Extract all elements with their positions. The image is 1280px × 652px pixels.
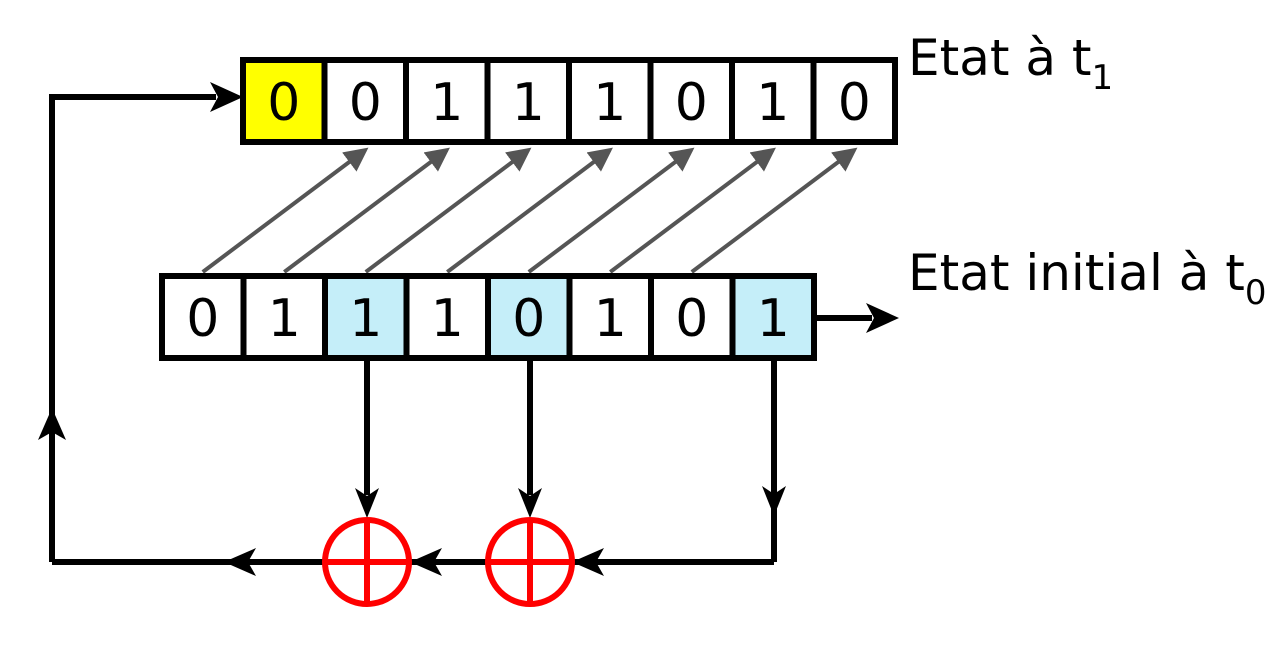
register-t1-bit-0: 0 [267,73,300,133]
tap-line-2 [518,358,542,518]
register-t0-bit-0: 0 [186,289,219,349]
register-t0-bit-7: 1 [757,289,790,349]
feedback-bottom-line [52,548,774,576]
register-t0-bit-4: 0 [512,289,545,349]
shift-arrow-2 [364,147,532,274]
shift-arrows [201,147,858,274]
xor-gate-2-icon [485,517,575,607]
register-t1-cell-4 [566,57,654,145]
tap-line-3 [762,358,786,562]
register-t1-cell-2 [403,57,491,145]
feedback-return-line [38,82,243,562]
register-t1-bit-5: 0 [675,73,708,133]
register-t0-bit-6: 0 [675,289,708,349]
shift-arrow-4 [527,147,695,274]
register-t0-cell-1 [240,273,328,361]
shift-arrow-1 [283,147,450,274]
shift-arrow-0 [201,147,369,274]
tap-line-1 [355,358,379,518]
xor-gate-1-icon [322,517,412,607]
register-t0-bit-1: 1 [268,289,301,349]
register-t0-cell-0 [159,273,247,361]
register-t0-bit-5: 1 [594,289,627,349]
register-t1-bit-1: 0 [349,73,382,133]
shift-arrow-6 [690,147,858,274]
register-t1-cell-1 [321,57,409,145]
register-t0-bit-3: 1 [431,289,464,349]
shift-arrow-3 [446,147,613,274]
label-t0: Etat initial à t0 [908,244,1267,313]
register-t0-bit-2: 1 [349,289,382,349]
register-t1-bit-7: 0 [838,73,871,133]
output-arrow [816,303,899,333]
shift-arrow-5 [609,147,776,274]
register-t1-cell-7 [810,57,898,145]
register-t1-bit-4: 1 [593,73,626,133]
register-t1-bit-3: 1 [512,73,545,133]
register-t1-bit-2: 1 [430,73,463,133]
register-t1-bit-6: 1 [756,73,789,133]
label-t1: Etat à t1 [908,29,1113,98]
register-t1-cell-0 [240,57,328,145]
